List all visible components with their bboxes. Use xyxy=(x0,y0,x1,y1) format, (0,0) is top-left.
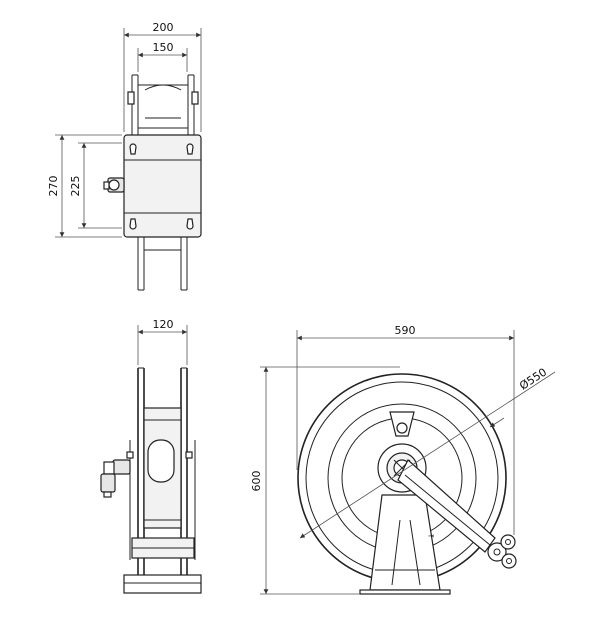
dim-front-height: 600 xyxy=(250,471,263,492)
dim-front-diameter: Ø550 xyxy=(517,366,549,393)
dim-top-width-inner: 150 xyxy=(153,41,174,54)
dim-front-width: 590 xyxy=(395,324,416,337)
side-view: 120 xyxy=(100,318,202,594)
dim-top-height-outer: 270 xyxy=(47,176,60,197)
front-view: ⇥ 590 600 Ø550 xyxy=(250,324,556,595)
top-view: 200 150 270 225 xyxy=(47,21,202,291)
dim-side-width: 120 xyxy=(153,318,174,331)
dim-top-width-outer: 200 xyxy=(153,21,174,34)
dim-top-height-inner: 225 xyxy=(69,176,82,197)
arm-arrow-mark: ⇥ xyxy=(428,532,434,540)
